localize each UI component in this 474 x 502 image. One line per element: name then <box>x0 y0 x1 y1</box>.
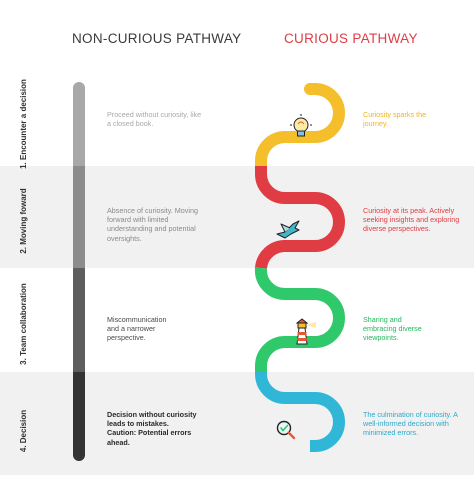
curious-desc-3: Sharing and embracing diverse viewpoints… <box>363 315 422 343</box>
non-curious-bar-stage-3 <box>73 268 85 372</box>
lightbulb-icon <box>290 114 312 137</box>
bird-icon <box>276 220 300 239</box>
curious-heading: CURIOUS PATHWAY <box>284 31 418 46</box>
non-curious-desc-1: Proceed without curiosity, like a closed… <box>107 110 202 129</box>
curious-desc-4: The culmination of curiosity. A well-inf… <box>363 410 458 438</box>
non-curious-desc-4: Decision without curiosity leads to mist… <box>107 410 197 447</box>
non-curious-desc-2: Absence of curiosity. Moving forward wit… <box>107 206 198 243</box>
path-segment-stage-1 <box>255 83 345 172</box>
path-segment-stage-3 <box>254 267 345 372</box>
magnifier-check-icon <box>276 420 296 440</box>
non-curious-bar-stage-2 <box>73 166 85 268</box>
non-curious-desc-3: Miscommunication and a narrower perspect… <box>107 315 167 343</box>
non-curious-bar-stage-1 <box>73 82 85 166</box>
curious-desc-1: Curiosity sparks the journey. <box>363 110 427 129</box>
non-curious-heading: NON-CURIOUS PATHWAY <box>72 31 242 46</box>
non-curious-bar-stage-4 <box>73 372 85 461</box>
path-segment-stage-4 <box>255 372 345 452</box>
lighthouse-icon <box>295 318 316 345</box>
curious-desc-2: Curiosity at its peak. Actively seeking … <box>363 206 460 234</box>
path-segment-stage-2 <box>255 166 345 269</box>
